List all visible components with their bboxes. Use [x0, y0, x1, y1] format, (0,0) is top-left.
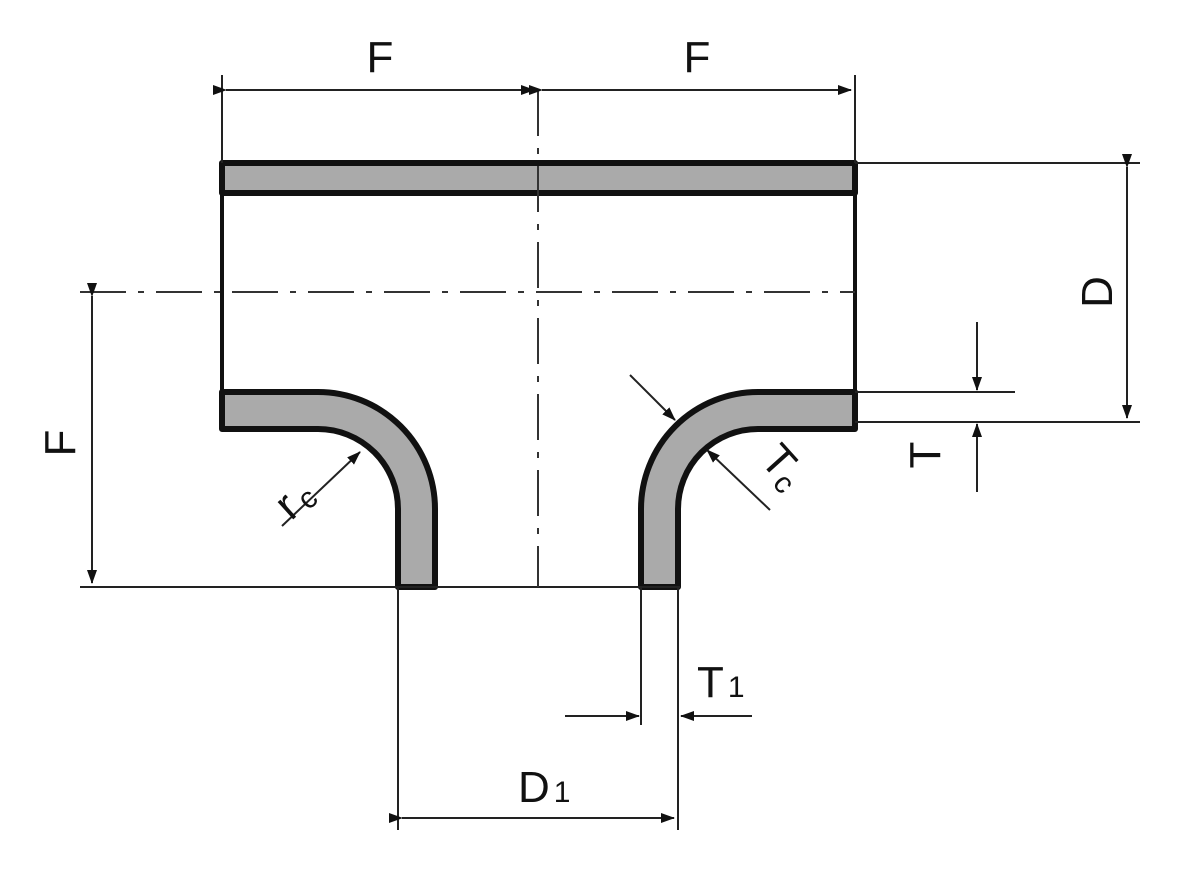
dim-rc: [281, 451, 361, 527]
label-f-side: F: [36, 430, 85, 457]
dim-tc-lower-arrow: [706, 449, 771, 511]
label-f-top-left: F: [367, 33, 394, 82]
label-rc: r c: [265, 482, 324, 529]
label-t: T: [901, 442, 950, 469]
label-d: D: [1073, 276, 1122, 308]
label-f-top-right: F: [684, 33, 711, 82]
label-tc: T c: [751, 435, 805, 500]
left-bend-wall: [219, 389, 438, 590]
right-bend-wall: [638, 389, 858, 590]
dim-tc-upper-arrow: [629, 374, 676, 421]
